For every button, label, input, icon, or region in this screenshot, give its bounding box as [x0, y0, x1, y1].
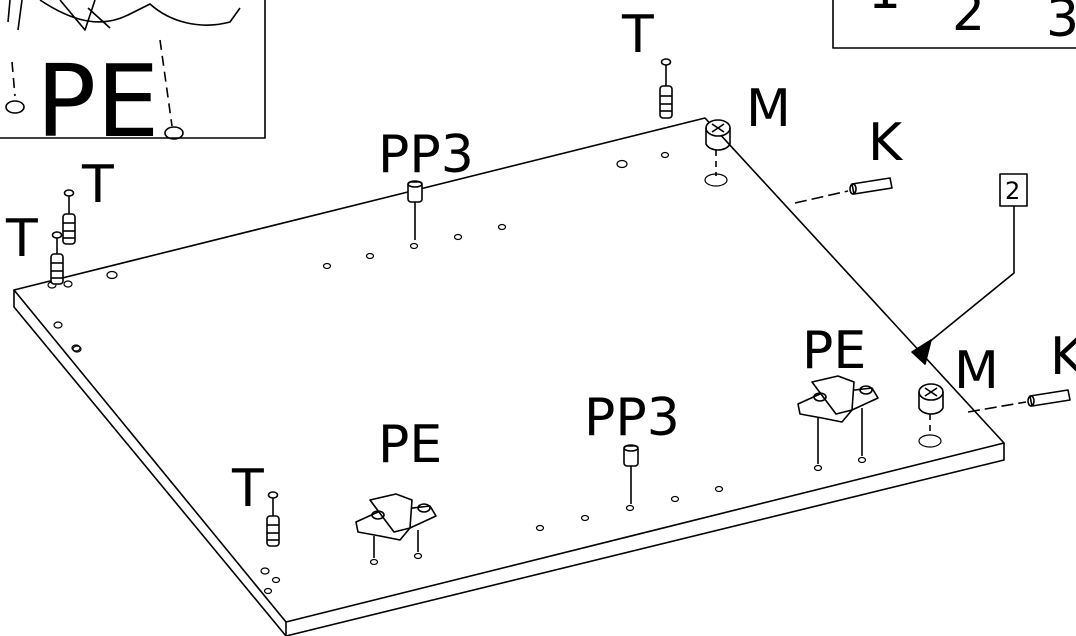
m-label-lower: M — [954, 341, 999, 401]
inset-pe-label: PE — [36, 43, 160, 160]
pp3-label-upper: PP3 — [378, 125, 474, 185]
inset-detail-box — [0, 0, 266, 140]
ref-label-2: 2 — [952, 0, 985, 43]
t-label-left-lower: T — [5, 209, 38, 269]
t-label-top: T — [621, 5, 654, 65]
pp3-label-lower: PP3 — [584, 388, 680, 448]
step-callout-number: 2 — [1005, 177, 1020, 205]
pe-label-right: PE — [802, 321, 866, 381]
reference-box — [832, 0, 1076, 49]
m-cam-lower — [918, 383, 944, 435]
t-screw-top — [659, 58, 673, 119]
k-label-upper: K — [868, 113, 904, 173]
t-label-left-upper: T — [81, 155, 114, 215]
t-screw-left-lower — [50, 231, 64, 285]
step-callout-leader — [911, 173, 1028, 365]
t-label-bottom: T — [231, 459, 264, 519]
pe-label-left: PE — [378, 415, 442, 475]
t-screw-left-upper — [62, 189, 76, 245]
m-label-upper: M — [746, 79, 791, 139]
pp3-pin-lower — [623, 444, 639, 504]
board-panel — [13, 117, 1005, 636]
k-dowel-upper — [794, 177, 893, 204]
pe-hinge-plate-left — [355, 493, 437, 558]
k-label-lower: K — [1050, 327, 1076, 387]
t-screw-bottom — [266, 491, 280, 547]
ref-label-3: 3 — [1046, 0, 1076, 49]
pe-hinge-plate-right — [797, 375, 879, 464]
k-dowel-lower — [967, 389, 1071, 413]
m-cam-upper — [705, 119, 731, 176]
ref-label-1: 1 — [868, 0, 901, 21]
pp3-pin-upper — [407, 180, 423, 240]
